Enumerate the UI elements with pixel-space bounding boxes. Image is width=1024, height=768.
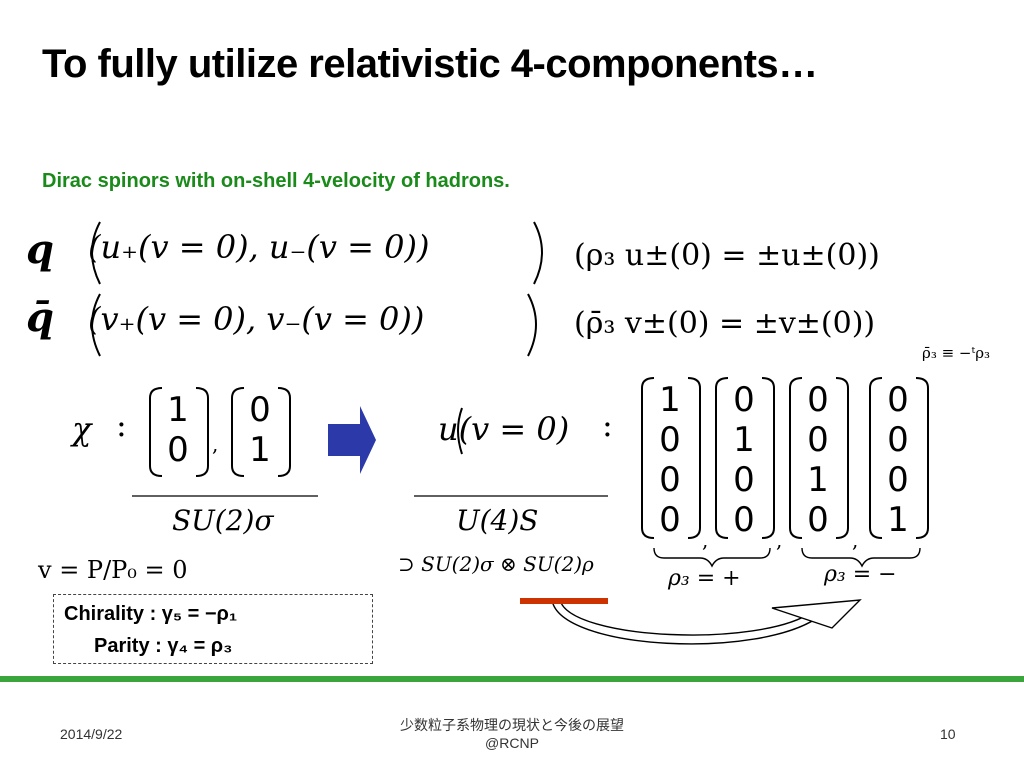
q-note: (ρ₃ u±(0) = ±u±(0)) [574,238,880,273]
q-label: q [26,226,54,273]
footer-date: 2014/9/22 [60,726,123,742]
vector-entry: 1 [733,420,755,460]
highlight-bar [520,598,608,604]
qbar-note: (ρ̄₃ v±(0) = ±v±(0)) [574,306,876,341]
subgroup-decomposition: ⊃ SU(2)σ ⊗ SU(2)ρ [398,552,594,576]
chirality-line: Chirality : γ₅ = −ρ₁ [64,603,238,625]
footer-event-title: 少数粒子系物理の現状と今後の展望 [400,717,624,733]
chi-group-label: SU(2)σ [172,504,274,537]
vector-entry: 0 [807,420,829,460]
u-vector-4: 0 0 0 1 [880,380,916,540]
chi-colon: : [116,406,127,444]
underbrace-icon [653,547,771,568]
chi-vector-down: 0 1 [242,390,278,470]
paren-right-icon [527,293,537,357]
u-vector-3: 0 0 1 0 [800,380,836,540]
bracket-right-icon [835,377,849,539]
q-formula: (u₊(v = 0), u₋(v = 0)) [88,228,430,266]
paren-right-icon [533,221,543,285]
vector-entry: 0 [733,380,755,420]
bracket-right-icon [277,387,291,477]
right-arrow-icon [328,406,376,474]
vector-entry: 0 [807,380,829,420]
vector-entry: 0 [733,500,755,540]
bracket-right-icon [761,377,775,539]
chi-comma: , [212,432,219,456]
vector-entry: 0 [807,500,829,540]
u-label: u(v = 0) [438,410,570,448]
rho3-minus-label: ρ₃ = − [824,562,897,587]
bracket-right-icon [195,387,209,477]
vector-entry: 0 [887,460,909,500]
vector-entry: 0 [887,380,909,420]
footer-venue: @RCNP [485,735,539,751]
u-colon: : [602,406,613,444]
u4-group-label: U(4)S [456,504,539,537]
vector-entry: 1 [659,380,681,420]
vector-entry: 1 [249,430,271,470]
vector-entry: 0 [167,430,189,470]
u-comma-1: , [702,528,709,552]
u-vector-1: 1 0 0 0 [652,380,688,540]
footer-center: 少数粒子系物理の現状と今後の展望 @RCNP [362,716,662,752]
vector-entry: 1 [167,390,189,430]
u-comma-2: , [776,528,783,552]
vector-entry: 0 [887,420,909,460]
vector-entry: 1 [807,460,829,500]
chirality-parity-box [53,594,373,664]
slide-subtitle: Dirac spinors with on-shell 4-velocity o… [42,170,510,192]
curved-arrow-icon [551,599,821,645]
parity-line: Parity : γ₄ = ρ₃ [94,635,233,657]
vector-entry: 0 [659,460,681,500]
rho-bar-definition: ρ̄₃ ≡ −ᵗρ₃ [922,344,991,362]
bracket-right-icon [687,377,701,539]
vector-entry: 0 [659,420,681,460]
slide-title: To fully utilize relativistic 4-componen… [42,42,818,86]
vector-entry: 1 [887,500,909,540]
qbar-label: q̄ [26,294,54,341]
u-comma-3: , [852,528,859,552]
velocity-condition: v = P/P₀ = 0 [38,556,188,584]
bracket-right-icon [915,377,929,539]
rho3-plus-label: ρ₃ = + [668,566,741,591]
vector-entry: 0 [733,460,755,500]
footer-divider [0,676,1024,682]
vector-entry: 0 [249,390,271,430]
chi-symbol: χ [72,410,92,448]
footer-page-number: 10 [940,726,956,742]
vector-entry: 0 [659,500,681,540]
u-vector-2: 0 1 0 0 [726,380,762,540]
chi-vector-up: 1 0 [160,390,196,470]
qbar-formula: (v₊(v = 0), v₋(v = 0)) [88,300,425,338]
